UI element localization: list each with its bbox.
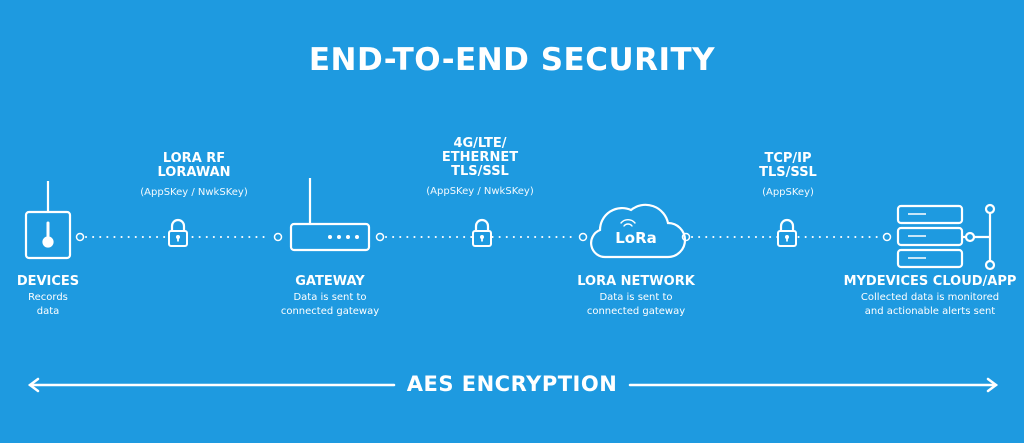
sensor-device-icon [24, 181, 72, 260]
node-name: DEVICES [16, 274, 80, 289]
protocol-line: TLS/SSL [759, 165, 817, 180]
node-name: MYDEVICES CLOUD/APP [843, 274, 1017, 289]
node-desc-line: Data is sent to [293, 292, 367, 303]
protocol-keys: (AppSKey) [762, 187, 814, 198]
node-desc-line: Collected data is monitored [860, 292, 1000, 303]
node-desc-line: data [36, 306, 60, 317]
node-name: GATEWAY [295, 274, 365, 289]
node-desc-line: Records [28, 292, 68, 303]
lock-icon [168, 218, 188, 247]
protocol-line: TLS/SSL [451, 164, 509, 179]
node-name: LORA NETWORK [577, 274, 695, 289]
node-desc-line: connected gateway [586, 306, 686, 317]
endpoint-dot [375, 232, 385, 242]
lora-logo-text: LoRa [615, 229, 657, 247]
aes-encryption-arrow [27, 377, 999, 393]
page-title: END-TO-END SECURITY [308, 42, 716, 78]
node-gateway: GATEWAY Data is sent to connected gatewa… [220, 274, 440, 318]
node-desc-line: and actionable alerts sent [864, 306, 996, 317]
protocol-line: LORAWAN [157, 165, 231, 180]
aes-encryption-label: AES ENCRYPTION [0, 372, 1024, 396]
link-label-lora-rf: LORA RF LORAWAN (AppSKey / NwkSKey) [84, 152, 304, 200]
protocol-keys: (AppSKey / NwkSKey) [140, 187, 248, 198]
node-desc-line: Data is sent to [599, 292, 673, 303]
node-desc-line: connected gateway [280, 306, 380, 317]
link-label-4g-lte: 4G/LTE/ ETHERNET TLS/SSL (AppSKey / NwkS… [370, 137, 590, 199]
lock-icon [472, 218, 492, 247]
protocol-line: TCP/IP [764, 151, 812, 166]
lora-cloud-icon: LoRa [590, 203, 687, 259]
protocol-keys: (AppSKey / NwkSKey) [426, 186, 534, 197]
protocol-line: LORA RF [162, 151, 226, 166]
node-mydevices-cloud: MYDEVICES CLOUD/APP Collected data is mo… [820, 274, 1024, 318]
lock-icon [777, 218, 797, 247]
endpoint-dot [882, 232, 892, 242]
endpoint-dot [75, 232, 85, 242]
router-gateway-icon [289, 178, 371, 252]
node-devices: DEVICES Records data [0, 274, 158, 318]
link-label-tcp-ip: TCP/IP TLS/SSL (AppSKey) [678, 152, 898, 200]
aes-encryption-text: AES ENCRYPTION [396, 372, 628, 396]
endpoint-dot [578, 232, 588, 242]
endpoint-dot [273, 232, 283, 242]
protocol-line: ETHERNET [441, 150, 519, 165]
node-lora-network: LORA NETWORK Data is sent to connected g… [526, 274, 746, 318]
server-stack-icon [896, 203, 996, 271]
protocol-line: 4G/LTE/ [453, 136, 507, 151]
